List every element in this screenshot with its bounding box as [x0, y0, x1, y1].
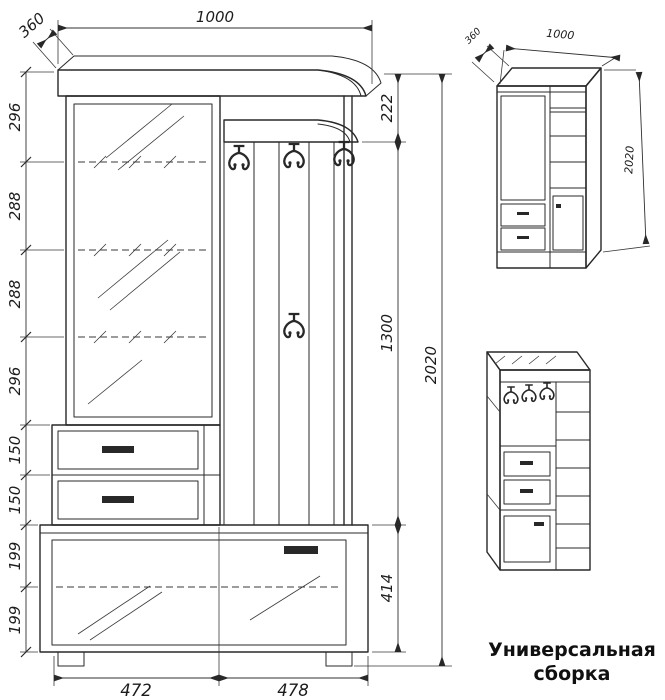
caption-block: Универсальная сборка — [488, 639, 656, 685]
iso2-front-face — [499, 369, 591, 571]
drawer-front — [57, 480, 199, 520]
dim-label-total-height: 2020 — [422, 346, 440, 384]
dim-label-left-7: 199 — [6, 542, 24, 571]
cabinet-door — [51, 539, 347, 646]
dim-label-left-4: 296 — [6, 367, 24, 396]
right-dimension-chain: 222 1300 414 — [354, 73, 452, 667]
iso-top-dimensions: 1000 360 2020 — [463, 26, 651, 253]
iso-cabinet-door — [552, 195, 584, 251]
iso-door-handle — [556, 204, 561, 208]
front-view — [39, 55, 382, 667]
dim-label-left-8: 199 — [6, 606, 24, 635]
drawer-unit — [51, 424, 221, 526]
coat-hook-icon — [503, 386, 519, 405]
iso-view-top: 1000 360 2020 — [463, 26, 651, 269]
dim-label-left-3: 288 — [6, 280, 24, 309]
caption-line-2: сборка — [534, 663, 611, 685]
coat-hook-icon — [521, 384, 537, 403]
iso-drawer-handle — [517, 236, 529, 239]
door-handle — [284, 546, 318, 554]
dim-label-left-2: 288 — [6, 192, 24, 221]
iso2-drawer-front — [503, 479, 551, 505]
dim-label-bottom-1: 472 — [120, 681, 152, 700]
dim-label-left-6: 150 — [6, 486, 24, 515]
drawer-front — [57, 430, 199, 470]
iso-mirror-panel — [500, 95, 546, 201]
dim-label-left-5: 150 — [6, 436, 24, 465]
iso-drawer-front — [500, 227, 546, 251]
dim-label-right-3: 414 — [378, 574, 396, 603]
iso-view-bottom — [486, 351, 591, 571]
iso2-drawer-front — [503, 451, 551, 477]
iso-right-face — [585, 67, 602, 269]
top-depth-dimension: 360 — [15, 9, 74, 69]
front-view-dimensions: 1000 360 296 288 288 296 150 150 199 199… — [6, 8, 452, 700]
base-cabinet — [39, 524, 369, 667]
mirror-glass-marks — [78, 103, 208, 405]
iso2-cabinet-door — [503, 515, 551, 563]
caption-line-1: Универсальная — [488, 639, 656, 661]
dim-label-width: 1000 — [196, 8, 234, 26]
foot — [57, 651, 85, 667]
dim-label-right-1: 222 — [378, 94, 396, 123]
iso-drawer-handle — [517, 212, 529, 215]
iso-dim-label-height: 2020 — [622, 145, 636, 174]
drawer-handle — [102, 446, 134, 453]
dim-label-left-1: 296 — [6, 103, 24, 132]
side-shelf — [223, 119, 359, 143]
iso-dim-label-width: 1000 — [546, 27, 575, 42]
dim-label-depth: 360 — [15, 9, 48, 41]
hook-panel — [223, 95, 355, 526]
top-width-dimension: 1000 — [57, 8, 373, 84]
iso2-top-face — [486, 351, 591, 371]
coat-hook-icon — [539, 382, 555, 401]
canopy-shelf — [57, 55, 382, 97]
iso-dim-label-depth: 360 — [463, 26, 484, 47]
dim-label-right-2: 1300 — [378, 314, 396, 352]
iso2-drawer-handle — [520, 461, 533, 465]
iso-drawer-front — [500, 203, 546, 227]
coat-hook-icon — [283, 142, 305, 169]
iso2-left-face — [486, 351, 501, 571]
coat-hook-icon — [228, 144, 250, 171]
bottom-width-dimensions: 472 478 — [53, 527, 369, 700]
iso2-door-handle — [534, 522, 544, 526]
dim-label-bottom-2: 478 — [277, 681, 309, 700]
iso2-drawer-handle — [520, 489, 533, 493]
left-dimension-chain: 296 288 288 296 150 150 199 199 — [6, 66, 64, 658]
total-height-dimension: 2020 — [422, 74, 446, 666]
drawer-handle — [102, 496, 134, 503]
iso-front-face — [496, 85, 587, 269]
coat-hook-icon — [283, 312, 305, 339]
iso-top-face — [496, 67, 602, 87]
foot — [325, 651, 353, 667]
